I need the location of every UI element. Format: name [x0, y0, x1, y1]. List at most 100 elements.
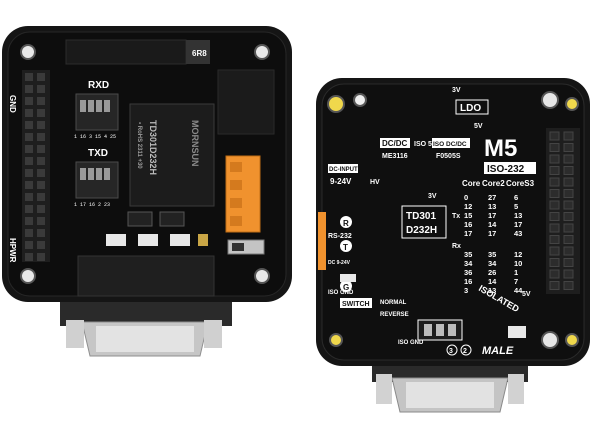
rs232-label: RS-232 — [328, 233, 352, 240]
header-pin — [549, 131, 560, 141]
header-pin — [563, 189, 574, 198]
r-marker: R — [343, 219, 349, 228]
rx-label: Rx — [452, 243, 461, 250]
male-label: MALE — [482, 345, 514, 357]
reverse-label: REVERSE — [380, 312, 409, 318]
f0505s-label: F0505S — [436, 153, 461, 160]
ldo-5v: 5V — [474, 123, 483, 130]
header-pin — [37, 109, 45, 117]
header-pin — [25, 121, 33, 129]
core-cell: 6 — [514, 193, 518, 202]
left-orange-terminal — [225, 155, 261, 233]
header-pin — [549, 223, 560, 233]
iso5v-label: ISO 5V — [414, 141, 437, 148]
normal-label: NORMAL — [380, 300, 407, 306]
header-pin — [25, 193, 33, 201]
header-pin — [25, 73, 33, 81]
header-pin — [25, 241, 33, 249]
left-mount-holes — [20, 44, 270, 284]
dc-input-label: DC-INPUT — [329, 167, 358, 173]
txd-label: TXD — [88, 148, 108, 159]
tx-label: Tx — [452, 213, 460, 220]
chip-brand: MORNSUN — [190, 120, 200, 167]
right-orange-connector — [318, 212, 326, 270]
header-pin — [25, 109, 33, 117]
resistor-label: 6R8 — [192, 49, 207, 58]
header-pin — [563, 246, 574, 256]
core-cell: 36 — [464, 268, 472, 277]
right-dip-switch[interactable] — [417, 319, 463, 341]
switch-label: SWITCH — [342, 301, 370, 308]
header-pin — [549, 154, 560, 164]
header-pin — [37, 133, 45, 141]
dc-small-label: DC 9-24V — [328, 260, 351, 266]
txd-dip-switch[interactable] — [75, 161, 119, 199]
core-cell: 14 — [488, 220, 497, 229]
core-cell: 13 — [488, 202, 496, 211]
core-cell: 35 — [464, 250, 472, 259]
ldo-label: LDO — [460, 103, 481, 114]
hpwr-label: HPWR — [8, 238, 17, 263]
header-pin — [37, 229, 45, 237]
core-cell: 27 — [488, 193, 496, 202]
core-header: Core — [462, 179, 481, 188]
core-cell: 35 — [488, 250, 496, 259]
header-pin — [37, 169, 45, 177]
header-pin — [563, 223, 574, 233]
header-pin — [563, 281, 574, 290]
header-pin — [37, 181, 45, 189]
core-cell: 34 — [488, 259, 497, 268]
side-5v-label: 5V — [522, 291, 531, 298]
header-pin — [549, 212, 560, 221]
header-pin — [25, 181, 33, 189]
chip-rohs: • RoHS 2311 +30 — [136, 122, 142, 169]
g-marker: G — [343, 283, 349, 292]
header-pin — [563, 154, 574, 164]
t-marker: T — [343, 243, 348, 252]
core-cell: 3 — [464, 286, 468, 295]
header-pin — [549, 143, 560, 152]
pin3-label: 3 — [449, 348, 453, 355]
gnd-label: GND — [8, 95, 17, 113]
core-cell: 43 — [514, 229, 522, 238]
header-pin — [563, 166, 574, 175]
header-pin — [549, 269, 560, 279]
header-pin — [549, 235, 560, 244]
header-pin — [563, 212, 574, 221]
header-pin — [563, 177, 574, 187]
header-pin — [25, 253, 33, 261]
left-slide-switch[interactable] — [227, 239, 265, 255]
header-pin — [549, 200, 560, 210]
rxd-dip-switch[interactable] — [75, 93, 119, 131]
header-pin — [549, 258, 560, 267]
rxd-label: RXD — [88, 80, 109, 91]
core-cell: 14 — [488, 277, 497, 286]
ldo-3v: 3V — [452, 87, 461, 94]
header-pin — [37, 193, 45, 201]
header-pin — [549, 189, 560, 198]
product-name: ISO-232 — [487, 164, 525, 175]
core-cell: 13 — [488, 286, 496, 295]
core-cell: 12 — [464, 202, 472, 211]
header-pin — [549, 177, 560, 187]
header-pin — [563, 143, 574, 152]
header-pin — [37, 97, 45, 105]
header-pin — [37, 73, 45, 81]
core-cell: 44 — [514, 286, 523, 295]
header-pin — [563, 235, 574, 244]
m5-logo: M5 — [484, 135, 517, 162]
header-pin — [563, 269, 574, 279]
header-pin — [25, 97, 33, 105]
header-pin — [549, 246, 560, 256]
right-mount-holes — [327, 91, 579, 349]
left-pin-header — [22, 70, 50, 262]
core-cell: 17 — [488, 229, 496, 238]
core-cell: 1 — [514, 268, 518, 277]
core-cell: 17 — [488, 211, 496, 220]
core-3v-label: 3V — [428, 193, 437, 200]
header-pin — [37, 145, 45, 153]
header-pin — [25, 229, 33, 237]
header-pin — [25, 85, 33, 93]
header-pin — [549, 281, 560, 290]
